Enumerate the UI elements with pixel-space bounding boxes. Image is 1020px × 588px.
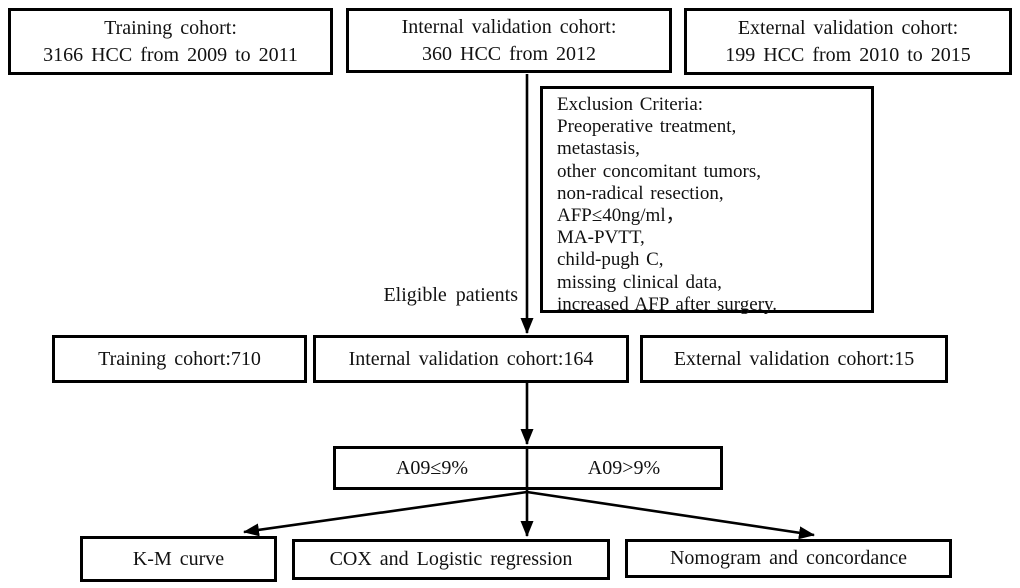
box-cox-logistic: COX and Logistic regression — [292, 539, 610, 580]
box-nomogram-concordance: Nomogram and concordance — [625, 539, 952, 578]
a09-low-cell: A09≤9% — [395, 456, 469, 479]
box-label: Training cohort:710 — [98, 347, 261, 370]
box-training-cohort-initial: Training cohort: 3166 HCC from 2009 to 2… — [8, 8, 333, 75]
box-title: Training cohort: — [104, 16, 237, 39]
exclusion-item: increased AFP after surgery. — [557, 293, 778, 315]
box-subtitle: 199 HCC from 2010 to 2015 — [725, 43, 971, 66]
box-label: K-M curve — [132, 547, 225, 570]
a09-high-cell: A09>9% — [587, 456, 661, 479]
exclusion-item: child-pugh C, — [557, 249, 664, 271]
box-internal-validation-initial: Internal validation cohort: 360 HCC from… — [346, 8, 672, 73]
box-title: Internal validation cohort: — [401, 15, 617, 38]
box-external-validation-eligible: External validation cohort:15 — [640, 335, 948, 383]
box-label: Internal validation cohort:164 — [348, 347, 594, 370]
exclusion-title: Exclusion Criteria: — [557, 94, 704, 115]
exclusion-item: metastasis, — [557, 138, 640, 160]
box-label: External validation cohort:15 — [673, 347, 915, 370]
arrow-a09-to-nomogram — [526, 490, 815, 540]
box-a09-split: A09≤9% A09>9% — [333, 446, 723, 490]
box-subtitle: 360 HCC from 2012 — [422, 42, 596, 65]
box-exclusion-criteria: Exclusion Criteria: Preoperative treatme… — [540, 86, 874, 315]
box-subtitle: 3166 HCC from 2009 to 2011 — [43, 43, 298, 66]
arrow-a09-to-km — [243, 490, 528, 537]
exclusion-item: MA-PVTT, — [557, 227, 645, 249]
box-internal-validation-eligible: Internal validation cohort:164 — [313, 335, 629, 383]
eligible-patients-label: Eligible patients — [383, 284, 518, 306]
exclusion-item: Preoperative treatment, — [557, 116, 737, 138]
exclusion-item: other concomitant tumors, — [557, 160, 761, 182]
box-label: COX and Logistic regression — [329, 548, 573, 570]
box-external-validation-initial: External validation cohort: 199 HCC from… — [684, 8, 1012, 75]
box-title: External validation cohort: — [737, 16, 959, 39]
box-label: Nomogram and concordance — [669, 547, 907, 569]
exclusion-item: missing clinical data, — [557, 271, 722, 293]
box-km-curve: K-M curve — [80, 536, 277, 582]
exclusion-item: AFP≤40ng/ml， — [557, 205, 685, 227]
box-training-cohort-eligible: Training cohort:710 — [52, 335, 307, 383]
exclusion-item: non-radical resection, — [557, 182, 724, 204]
